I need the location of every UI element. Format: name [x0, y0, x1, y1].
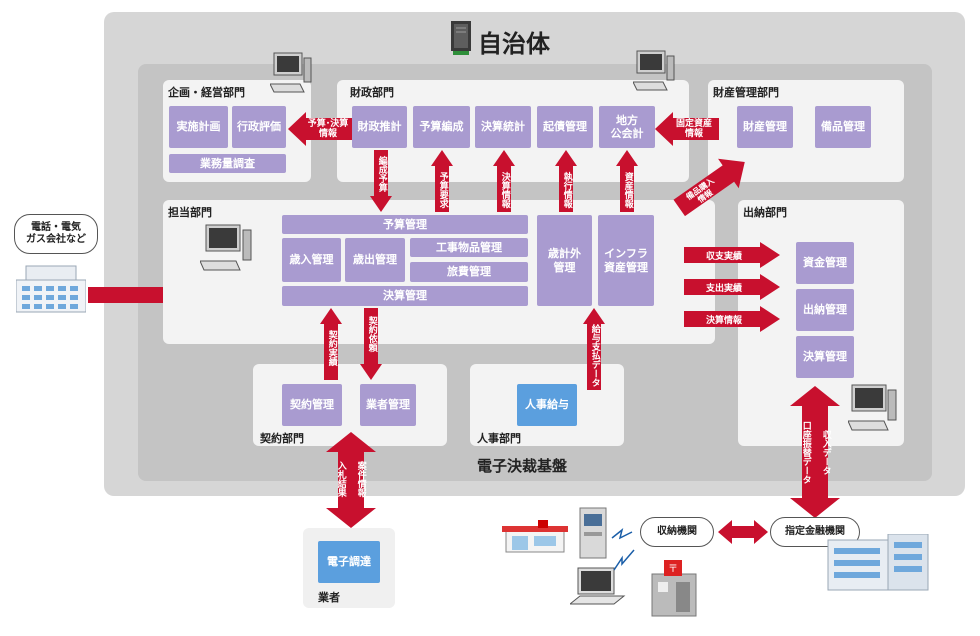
expenditure-results-arrow — [684, 274, 780, 300]
collection-agency-label: 収納機関 — [640, 517, 714, 547]
laptop-icon — [570, 567, 626, 605]
signal-icon — [611, 528, 635, 571]
equipment-purchase-info-arrow: 備品購入 情報 — [673, 158, 745, 217]
computer-icon — [633, 50, 675, 91]
fixed-asset-info-arrow — [655, 112, 719, 146]
formulated-budget-label: 編成予算 — [376, 156, 387, 192]
travel-expense-management-box: 旅費管理 — [410, 262, 528, 282]
income-expense-results-arrow — [684, 242, 780, 268]
responsible-dept-label: 担当部門 — [168, 206, 212, 219]
computer-icon — [200, 224, 252, 271]
convenience-store-icon — [502, 520, 568, 553]
account-transfer-arrow — [790, 386, 840, 518]
revenue-management-box: 歳入管理 — [282, 238, 341, 282]
contract-results-arrow — [320, 308, 342, 380]
computer-icon — [270, 52, 312, 93]
implementation-plan-box: 実施計画 — [169, 106, 228, 148]
hr-dept-label: 人事部門 — [477, 432, 521, 445]
income-data-label: 収入データ — [820, 429, 831, 475]
budget-settlement-info-label: 予算･決算 情報 — [307, 118, 349, 139]
treasury-dept-label: 出納部門 — [743, 206, 787, 219]
payroll-data-arrow — [583, 308, 605, 390]
asset-dept-label: 財産管理部門 — [713, 86, 779, 99]
account-transfer-label: 口座振替データ — [800, 420, 811, 484]
asset-info-arrow — [616, 150, 638, 212]
infra-asset-management-box: インフラ 資産管理 — [598, 215, 654, 306]
contract-dept-label: 契約部門 — [260, 432, 304, 445]
settlement-info-label-v: 決算情報 — [499, 172, 510, 208]
svg-text:〒: 〒 — [668, 564, 678, 575]
treasury-settlement-box: 決算管理 — [796, 336, 854, 378]
budget-request-arrow — [431, 150, 453, 212]
hr-payroll-box: 人事給与 — [517, 384, 577, 426]
server-icon — [451, 21, 471, 55]
public-accounting-box: 地方 公会計 — [599, 106, 655, 148]
payroll-data-label: 給与支払データ — [589, 323, 600, 387]
property-management-box: 財産管理 — [737, 106, 793, 148]
settlement-management-box: 決算管理 — [282, 286, 528, 306]
budget-formulation-box: 予算編成 — [413, 106, 470, 148]
case-info-label: 案件情報 — [355, 461, 366, 497]
contract-management-box: 契約管理 — [282, 384, 342, 426]
execution-info-label: 執行情報 — [561, 172, 572, 208]
bank-building-icon — [827, 534, 929, 591]
budget-request-label: 予算要求 — [437, 172, 448, 208]
vendor-management-box: 業者管理 — [360, 384, 416, 426]
settlement-info-label-h: 決算情報 — [705, 315, 742, 326]
computer-icon — [848, 384, 897, 431]
collection-bank-arrow — [718, 520, 768, 544]
settlement-info-arrow-h — [684, 306, 780, 332]
works-goods-management-box: 工事物品管理 — [410, 238, 528, 257]
cash-management-box: 出納管理 — [796, 289, 854, 331]
workload-survey-box: 業務量調査 — [169, 154, 286, 173]
expenditure-management-box: 歳出管理 — [345, 238, 405, 282]
contract-request-label: 契約依頼 — [366, 316, 377, 352]
equipment-management-box: 備品管理 — [815, 106, 871, 148]
bond-management-box: 起債管理 — [537, 106, 593, 148]
page-title: 自治体 — [478, 30, 550, 58]
e-procurement-box: 電子調達 — [318, 541, 380, 583]
vendor-label: 業者 — [318, 591, 340, 604]
utility-company-label: 電話・電気 ガス会社など — [14, 214, 98, 254]
bid-results-label: 入札結果 — [335, 461, 346, 497]
contract-results-label: 契約実績 — [326, 330, 337, 366]
formulated-budget-arrow — [370, 150, 392, 212]
atm-icon — [579, 507, 607, 559]
expenditure-results-label: 支出実績 — [705, 283, 742, 294]
contract-request-arrow — [360, 308, 382, 380]
fiscal-projection-box: 財政推計 — [352, 106, 407, 148]
e-approval-platform-title: 電子決裁基盤 — [477, 457, 568, 475]
finance-dept-label: 財政部門 — [350, 86, 394, 99]
income-expense-results-label: 収支実績 — [705, 251, 742, 262]
settlement-info-arrow-v — [493, 150, 515, 212]
bid-results-arrow — [326, 432, 376, 528]
budget-management-box: 予算管理 — [282, 215, 528, 234]
fund-management-box: 資金管理 — [796, 242, 854, 284]
non-budget-management-box: 歳計外 管理 — [537, 215, 592, 306]
settlement-stats-box: 決算統計 — [475, 106, 531, 148]
asset-info-label: 資産情報 — [622, 172, 633, 208]
admin-evaluation-box: 行政評価 — [232, 106, 286, 148]
planning-dept-label: 企画・経営部門 — [168, 86, 245, 99]
budget-settlement-info-arrow — [288, 112, 352, 146]
post-office-icon: 〒 — [651, 560, 697, 617]
building-icon — [16, 265, 86, 313]
fixed-asset-info-label: 固定資産 情報 — [675, 118, 712, 139]
execution-info-arrow — [555, 150, 577, 212]
